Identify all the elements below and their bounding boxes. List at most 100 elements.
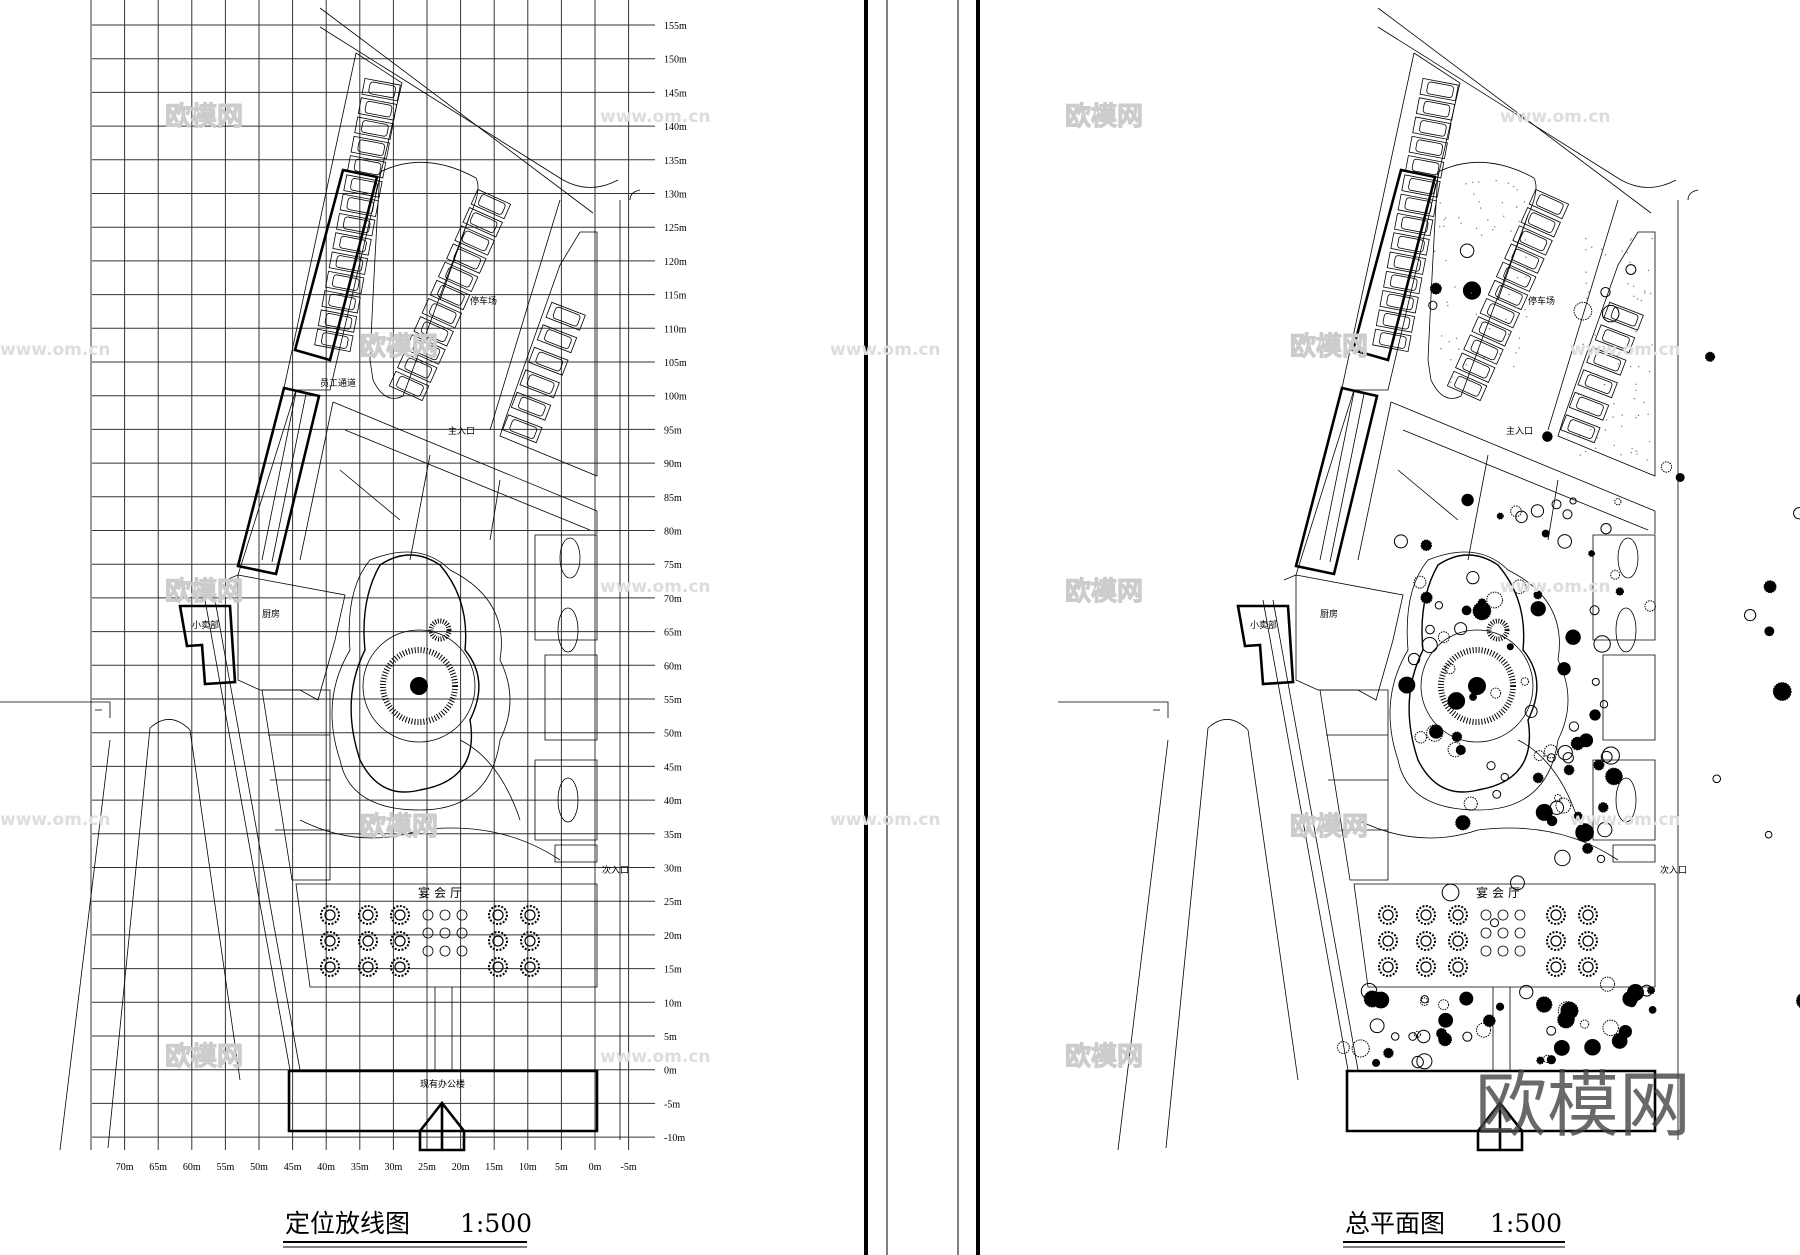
tree-symbol	[1640, 984, 1653, 997]
lawn-stipple	[1613, 444, 1616, 447]
lawn-stipple	[1612, 354, 1615, 356]
y-tick-label: -10m	[664, 1133, 685, 1144]
lawn-stipple	[1499, 353, 1501, 355]
lawn-stipple	[1635, 416, 1637, 419]
lawn-stipple	[1629, 239, 1631, 241]
lawn-stipple	[1588, 354, 1591, 356]
lawn-stipple	[1518, 347, 1520, 349]
tree-symbol	[1763, 580, 1777, 594]
lawn-stipple	[1432, 300, 1435, 302]
tree-symbol	[1543, 744, 1558, 759]
watermark-url: www.om.cn	[1570, 810, 1681, 830]
tree-symbol	[1557, 744, 1573, 761]
tree-symbol	[1336, 1041, 1350, 1054]
lawn-stipple	[1578, 435, 1581, 437]
y-tick-label: 15m	[664, 965, 682, 976]
tree-symbol	[1520, 677, 1530, 686]
label-staff-passage: 员工通道	[320, 377, 356, 389]
tree-symbol	[1536, 1056, 1545, 1065]
lawn-stipple	[1588, 357, 1590, 359]
tree-symbol	[1486, 591, 1504, 609]
lawn-stipple	[1585, 249, 1587, 251]
y-tick-label: 35m	[664, 830, 682, 841]
lawn-stipple	[1603, 383, 1606, 386]
x-tick-label: 60m	[183, 1162, 201, 1173]
lawn-stipple	[1579, 454, 1581, 456]
watermark-url: www.om.cn	[600, 1047, 711, 1067]
tree-symbol	[1482, 1014, 1496, 1028]
lawn-stipple	[1600, 248, 1603, 250]
lawn-stipple	[1465, 364, 1467, 366]
tree-symbol	[1615, 587, 1625, 596]
watermark-logo: 欧模网	[1065, 101, 1143, 132]
tree-symbol	[1591, 677, 1600, 686]
tree-symbol	[1600, 750, 1613, 763]
watermark-url: www.om.cn	[1500, 577, 1611, 597]
tree-symbol	[1579, 1019, 1590, 1029]
tree-symbol	[1554, 849, 1571, 867]
y-tick-label: 150m	[664, 55, 687, 66]
lawn-stipple	[1577, 393, 1580, 396]
tree-symbol	[1597, 802, 1609, 813]
tree-symbol	[1461, 605, 1472, 616]
lawn-stipple	[1621, 414, 1623, 416]
tree-symbol	[1562, 752, 1574, 764]
tree-symbol	[1369, 1018, 1385, 1034]
watermark-logo: 欧模网	[1065, 576, 1143, 607]
y-tick-label: 70m	[664, 594, 682, 605]
tree-symbol	[1570, 736, 1585, 751]
tree-symbol	[1455, 815, 1471, 831]
lawn-stipple	[1584, 450, 1587, 453]
tree-symbol	[1455, 744, 1466, 756]
lawn-stipple	[1454, 286, 1456, 288]
tree-symbol	[1459, 991, 1474, 1006]
lawn-stipple	[1633, 285, 1635, 287]
lawn-stipple	[1515, 306, 1518, 309]
tree-symbol	[1597, 822, 1613, 838]
y-axis-labels: 155m150m145m140m135m130m125m120m115m110m…	[664, 21, 687, 1144]
tree-symbol	[1622, 991, 1638, 1007]
tree-symbol	[1565, 629, 1581, 645]
lawn-stipple	[1525, 256, 1527, 258]
tree-symbol	[1562, 509, 1573, 520]
tree-symbol	[1575, 823, 1594, 842]
right-title: 总平面图	[1345, 1209, 1445, 1238]
tree-symbol	[1610, 569, 1621, 580]
lawn-stipple	[1621, 250, 1623, 252]
label-kitchen: 厨房	[262, 608, 280, 620]
tree-symbol	[1589, 605, 1600, 616]
y-tick-label: 30m	[664, 864, 682, 875]
right-scale: 1:500	[1490, 1209, 1562, 1238]
tree-symbol	[1459, 243, 1475, 258]
lawn-stipple	[1635, 389, 1637, 392]
y-tick-label: 50m	[664, 729, 682, 740]
lawn-stipple	[1475, 227, 1478, 229]
tree-symbol	[1553, 794, 1562, 802]
tree-symbol	[1490, 918, 1500, 928]
lawn-stipple	[1613, 321, 1615, 323]
lawn-stipple	[1518, 337, 1521, 339]
tree-symbol	[1744, 608, 1757, 622]
lawn-stipple	[1648, 370, 1651, 373]
lawn-stipple	[1465, 183, 1467, 185]
lawn-stipple	[1479, 207, 1482, 209]
lawn-stipple	[1637, 414, 1640, 417]
tree-symbol	[1772, 682, 1792, 701]
tree-symbol	[1675, 472, 1685, 482]
y-tick-label: 60m	[664, 661, 682, 672]
tree-symbol	[1390, 1032, 1400, 1041]
lawn-stipple	[1475, 374, 1478, 376]
lawn-stipple	[1633, 397, 1636, 400]
y-tick-label: 80m	[664, 527, 682, 538]
lawn-stipple	[1480, 234, 1483, 236]
tree-symbol	[1551, 499, 1562, 510]
tree-symbol	[1472, 601, 1492, 621]
y-tick-label: 55m	[664, 695, 682, 706]
lawn-stipple	[1440, 335, 1443, 337]
lawn-stipple	[1591, 246, 1593, 248]
lawn-stipple	[1612, 416, 1614, 418]
tree-symbol	[1546, 753, 1556, 763]
x-tick-label: 20m	[452, 1162, 470, 1173]
lawn-stipple	[1502, 282, 1504, 285]
tree-symbol	[1542, 431, 1553, 442]
